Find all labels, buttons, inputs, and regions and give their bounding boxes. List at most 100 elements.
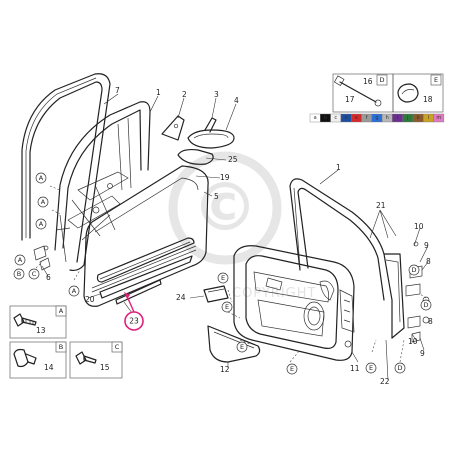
fastener-tag-C: C <box>115 343 120 351</box>
watermark-text: COPYRIGHT <box>232 286 316 301</box>
ref-E-1: E <box>221 274 225 282</box>
circled-reference-letters: A A A A B C A E E E E E D D D <box>13 172 432 375</box>
swatch-m <box>433 113 445 123</box>
ref-D-3: D <box>411 266 416 274</box>
leader-lines-right <box>189 169 429 381</box>
swatch-label-m: m <box>436 115 441 121</box>
ref-E-5: E <box>369 364 373 372</box>
swatch-label-c: c <box>334 115 337 121</box>
callout-numbers: 7 1 2 3 4 25 19 5 6 20 24 1 21 10 9 8 8 … <box>46 86 433 386</box>
body-door-frame-1 <box>289 178 405 339</box>
ref-A-5: A <box>72 287 77 295</box>
callout-6: 6 <box>46 273 51 282</box>
swatch-label-i: i <box>397 115 398 121</box>
ref-B-1: B <box>17 270 21 278</box>
swatch-label-e: e <box>355 115 358 121</box>
ref-A-1: A <box>39 174 44 182</box>
callout-18: 18 <box>423 95 433 104</box>
ref-E-2: E <box>225 303 229 311</box>
swatch-label-j: j <box>406 115 408 121</box>
door-pocket-12 <box>207 325 261 363</box>
callout-21: 21 <box>376 201 386 210</box>
callout-14: 14 <box>44 363 54 372</box>
swatch-label-h: h <box>386 115 389 121</box>
swatch-label-f: f <box>366 115 368 121</box>
bolt-17-shaft <box>339 81 377 103</box>
callout-10-bottom: 10 <box>408 337 418 346</box>
callout-5: 5 <box>214 192 219 201</box>
ref-A-3: A <box>39 220 44 228</box>
ref-C-1: C <box>32 270 37 278</box>
callout-7: 7 <box>115 86 120 95</box>
key-tag-E: E <box>434 76 438 84</box>
fastener-box-13: A 13 <box>9 305 67 339</box>
fastener-tag-B: B <box>59 343 63 351</box>
swatch-label-a: a <box>314 115 317 121</box>
swatch-label-l: l <box>428 115 429 121</box>
callout-11: 11 <box>350 364 360 373</box>
side-molding-20 <box>99 255 193 299</box>
armrest-pocket-24 <box>203 285 229 303</box>
door-seal-7 <box>21 73 111 272</box>
callout-4: 4 <box>234 96 239 105</box>
window-frame-left <box>54 101 151 251</box>
callout-19: 19 <box>220 173 230 182</box>
key-tag-D: D <box>379 76 384 84</box>
callout-23-highlight: 23 <box>124 292 144 331</box>
colour-swatch-strip: a b c d e f g h i j k l m <box>309 113 445 123</box>
cap-18 <box>397 83 419 103</box>
callout-1-right: 1 <box>336 163 341 172</box>
callout-17: 17 <box>345 95 355 104</box>
watermark-symbol: © <box>192 169 258 246</box>
callout-22: 22 <box>380 377 390 386</box>
mirror-glass-3-4 <box>187 117 235 149</box>
callout-8-bottom: 8 <box>428 317 433 326</box>
callout-23-ring <box>124 311 144 331</box>
protective-strip-23 <box>115 279 162 305</box>
door-latch-mechanism <box>339 289 355 348</box>
screw-13-shank <box>21 317 37 326</box>
callout-9-bottom: 9 <box>420 349 425 358</box>
key-box: 16 D 17 18 E <box>332 73 444 113</box>
callout-1-left: 1 <box>156 88 161 97</box>
callout-9-top: 9 <box>424 241 429 250</box>
ref-E-4: E <box>290 365 294 373</box>
callout-15: 15 <box>100 363 110 372</box>
fastener-tag-A: A <box>59 307 64 315</box>
callout-16: 16 <box>363 77 373 86</box>
callout-10-top: 10 <box>414 222 424 231</box>
swatch-label-b: b <box>324 115 327 121</box>
grommet-14-body <box>25 353 37 365</box>
callout-23: 23 <box>129 317 139 326</box>
ref-A-4: A <box>18 256 23 264</box>
ref-D-1: D <box>397 364 402 372</box>
ref-A-2: A <box>41 198 46 206</box>
callout-8-top: 8 <box>426 257 431 266</box>
outer-door-panel-5 <box>83 165 209 307</box>
window-regulator-mechanism <box>55 171 129 263</box>
callout-12: 12 <box>220 365 230 374</box>
leader-lines-left <box>35 93 237 314</box>
bolt-17-head <box>333 75 345 86</box>
hinge-parts-6 <box>33 245 51 271</box>
swatch-label-d: d <box>344 115 347 121</box>
callout-25: 25 <box>228 155 238 164</box>
copyright-watermark: © COPYRIGHT <box>168 151 316 301</box>
callout-13: 13 <box>36 326 46 335</box>
fastener-box-14: B 14 <box>9 341 67 379</box>
ref-D-2: D <box>423 301 428 309</box>
callout-23-arrowhead <box>124 292 130 299</box>
callout-2: 2 <box>182 90 187 99</box>
washer-16 <box>374 99 382 107</box>
callout-24: 24 <box>176 293 186 302</box>
mirror-bracket-2 <box>161 115 185 141</box>
screw-15-shank <box>83 355 97 364</box>
swatch-label-g: g <box>375 115 378 121</box>
callout-20: 20 <box>85 295 95 304</box>
swatch-label-k: k <box>417 115 420 121</box>
ref-E-3: E <box>240 343 244 351</box>
callout-3: 3 <box>214 90 219 99</box>
fastener-box-15: C 15 <box>69 341 123 379</box>
